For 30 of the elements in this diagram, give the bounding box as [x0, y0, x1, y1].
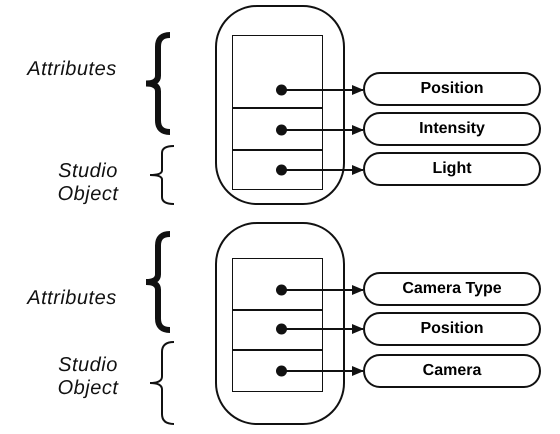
attribute-box [363, 354, 541, 388]
attribute-box [363, 312, 541, 346]
object-container [215, 222, 345, 425]
group-label: Attributes [25, 287, 118, 310]
attribute-name: Intensity [419, 120, 485, 138]
arrow [276, 324, 364, 334]
attribute-slot [232, 350, 323, 392]
arrow [276, 366, 364, 376]
group-label: Studio Object [56, 160, 120, 206]
attribute-slot [232, 108, 323, 150]
attribute-slot [232, 258, 323, 310]
arrow [276, 84, 364, 96]
attribute-name: Camera [422, 362, 482, 380]
object-container [215, 5, 345, 205]
attribute-name: Position [420, 320, 484, 338]
group-label: Studio Object [56, 354, 120, 400]
arrow [276, 284, 364, 296]
attribute-box [363, 72, 541, 106]
attribute-name: Position [420, 80, 484, 98]
attribute-box [363, 272, 541, 306]
attribute-slot [232, 150, 323, 190]
arrow [276, 164, 364, 176]
attribute-slot [232, 35, 323, 108]
attribute-box [363, 112, 541, 146]
group-label: Attributes [25, 58, 118, 81]
attribute-name: Light [432, 160, 472, 178]
attribute-slot [232, 310, 323, 350]
attribute-name: Camera Type [402, 280, 502, 298]
attribute-box [363, 152, 541, 186]
arrow [276, 124, 364, 136]
